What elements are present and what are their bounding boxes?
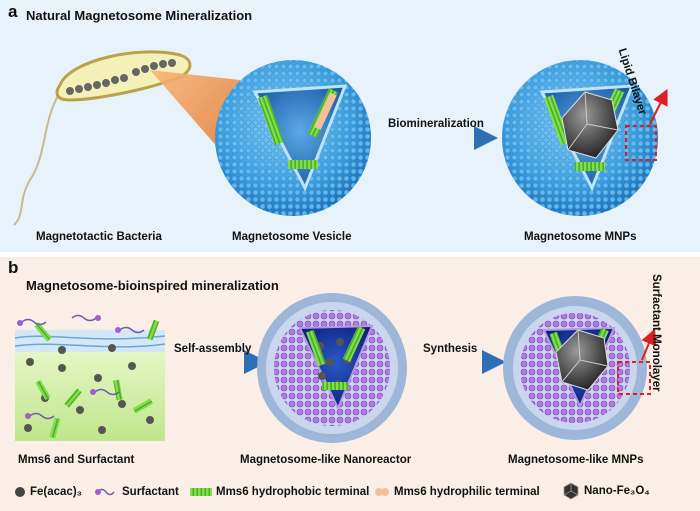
panel-b-title: Magnetosome-bioinspired mineralization [26, 278, 279, 293]
legend-hydrophobic-label: Mms6 hydrophobic terminal [216, 486, 370, 498]
self-assembly-label: Self-assembly [174, 343, 252, 355]
surfactant-monolayer-arrow [641, 328, 657, 361]
legend-fe-label: Fe(acac)₃ [30, 486, 82, 498]
synthesis-label: Synthesis [423, 343, 478, 355]
mms6-surfactant-mixture [14, 314, 166, 441]
surfactant-icon [95, 488, 115, 496]
legend-nano: Nano-Fe₃O₄ [562, 482, 650, 500]
lipid-bilayer-arrow [649, 88, 668, 125]
panel-a-letter: a [8, 2, 18, 21]
caption-mnps: Magnetosome MNPs [524, 231, 637, 243]
caption-nanoreactor: Magnetosome-like Nanoreactor [240, 454, 412, 466]
legend-nano-label: Nano-Fe₃O₄ [584, 485, 650, 497]
hydrophilic-terminal-icon [375, 488, 389, 496]
nano-fe3o4-icon [563, 482, 579, 500]
magnetosome-vesicle [215, 60, 371, 216]
legend-hydrophilic-label: Mms6 hydrophilic terminal [394, 486, 540, 498]
biomineralization-label: Biomineralization [388, 118, 484, 130]
magnetosome-chain [66, 59, 176, 95]
flagellum [13, 79, 71, 226]
panel-b-letter: b [8, 258, 19, 277]
magnetosome-mnp [502, 60, 658, 216]
legend-fe: Fe(acac)₃ [14, 486, 82, 498]
lipid-bilayer-box [625, 125, 657, 161]
caption-mnps-b: Magnetosome-like MNPs [508, 454, 644, 466]
fe-acac-icon [15, 487, 25, 497]
caption-bacteria: Magnetotactic Bacteria [36, 231, 162, 243]
caption-mix: Mms6 and Surfactant [18, 454, 135, 466]
legend-surfactant: Surfactant [94, 486, 179, 498]
hydrophobic-terminal-icon [190, 488, 212, 496]
surfactant-monolayer-box [617, 361, 651, 395]
magnetosome-like-mnp [503, 296, 647, 440]
legend-hydrophobic: Mms6 hydrophobic terminal [190, 486, 369, 498]
legend-surfactant-label: Surfactant [122, 486, 179, 498]
panel-a-title: Natural Magnetosome Mineralization [26, 8, 253, 23]
legend-hydrophilic: Mms6 hydrophilic terminal [374, 486, 540, 498]
caption-vesicle: Magnetosome Vesicle [232, 231, 352, 243]
surfactant-monolayer-label: Surfactant Monolayer [650, 274, 662, 392]
nanoreactor [257, 293, 407, 443]
